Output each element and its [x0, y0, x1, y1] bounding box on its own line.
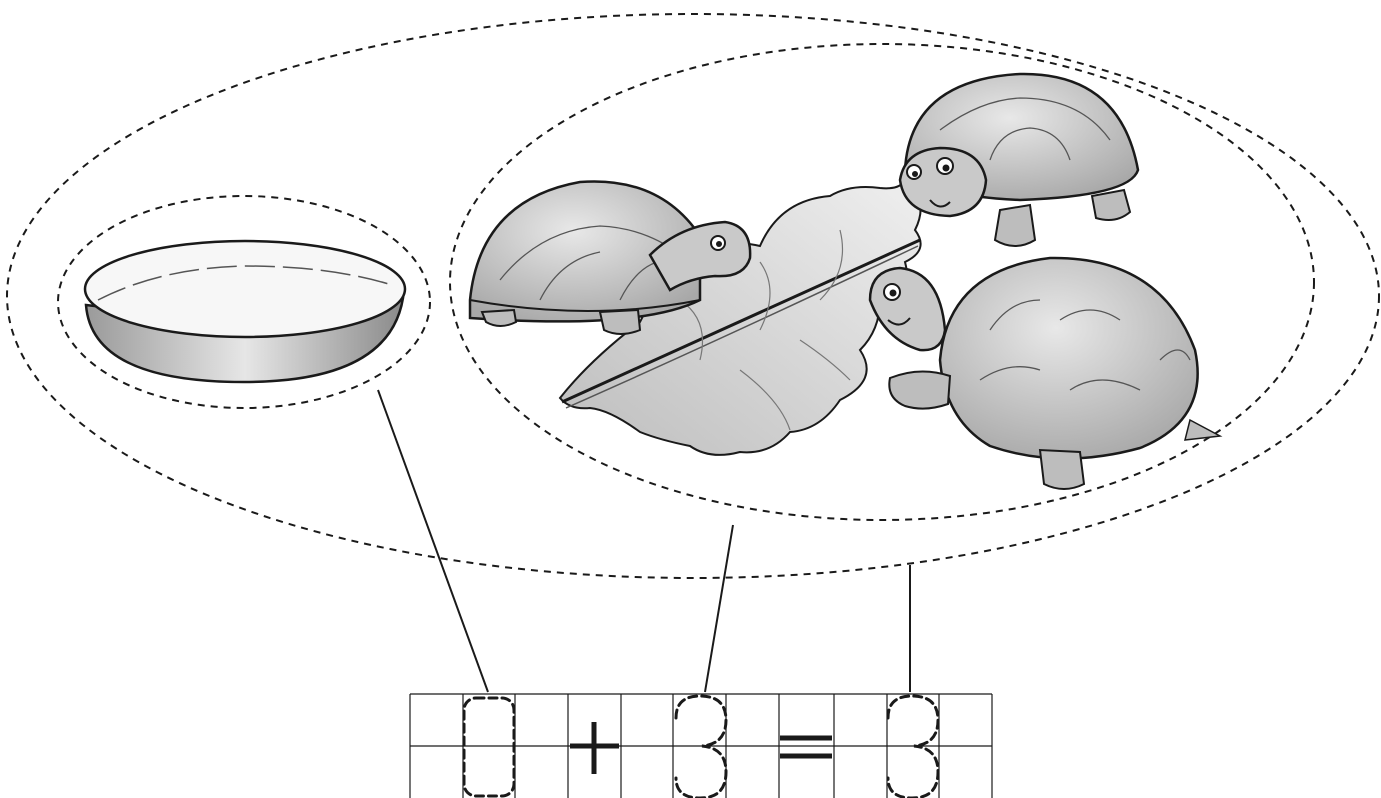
- plus-sign: [570, 722, 619, 774]
- equals-sign: [780, 738, 832, 756]
- dotted-digit-zero: [464, 698, 514, 796]
- empty-bowl: [85, 241, 405, 382]
- turtle-top-right: [900, 74, 1138, 246]
- turtle-bottom-right: [870, 258, 1220, 489]
- connector-turtles: [705, 525, 733, 692]
- dotted-digit-three-a: [676, 696, 726, 798]
- equation-grid: [410, 694, 992, 798]
- connector-bowl: [378, 390, 488, 692]
- dotted-digit-three-b: [888, 696, 938, 798]
